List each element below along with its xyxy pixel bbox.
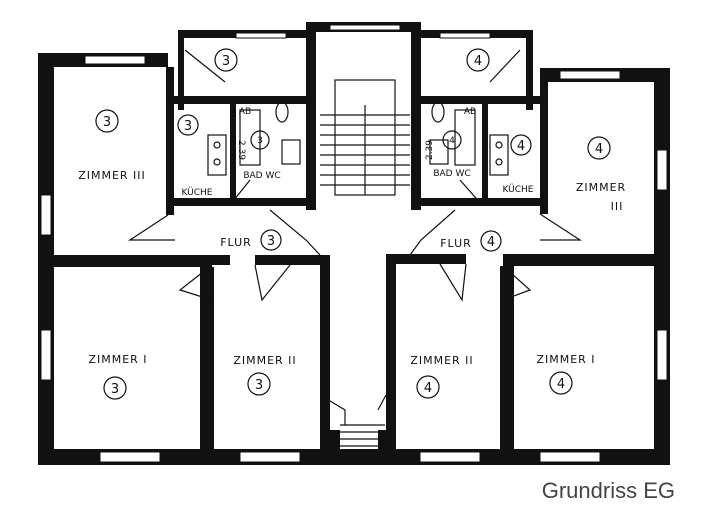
right-z3-label-1: ZIMMER <box>576 181 626 194</box>
right-balcony-unit: 4 <box>474 54 482 69</box>
right-bad-label: BAD WC <box>433 169 470 179</box>
left-balcony-unit: 3 <box>222 54 230 69</box>
right-ab-label: AB <box>464 107 476 117</box>
left-z1-unit: 3 <box>111 382 119 397</box>
right-z2-unit: 4 <box>424 381 432 396</box>
right-flur-label: FLUR <box>440 237 472 250</box>
left-z2-unit: 3 <box>255 378 263 393</box>
unit-markers <box>95 48 611 400</box>
left-dim: 2.39 <box>236 140 246 160</box>
staircase <box>320 79 410 447</box>
floor-plan: 3 ZIMMER III 3 3 KÜCHE AB 3 BAD WC 2.39 … <box>38 22 670 465</box>
left-z3-unit: 3 <box>103 115 111 130</box>
left-z2-label: ZIMMER II <box>233 354 296 367</box>
left-ab-label: AB <box>239 107 251 117</box>
left-kueche-label: KÜCHE <box>182 187 213 198</box>
fixtures <box>207 101 509 176</box>
right-kueche-unit: 4 <box>517 139 525 154</box>
left-flur-unit: 3 <box>267 234 275 249</box>
left-z1-label: ZIMMER I <box>88 353 147 366</box>
right-z2-label: ZIMMER II <box>410 354 473 367</box>
right-flur-unit: 4 <box>487 235 495 250</box>
right-z3-unit: 4 <box>595 142 603 157</box>
room-labels: 3 ZIMMER III 3 3 KÜCHE AB 3 BAD WC 2.39 … <box>78 54 626 397</box>
left-flur-label: FLUR <box>220 236 252 249</box>
left-bad-label: BAD WC <box>243 171 280 181</box>
windows <box>40 24 668 463</box>
right-z1-label: ZIMMER I <box>536 353 595 366</box>
left-z3-label: ZIMMER III <box>78 169 146 182</box>
left-kueche-unit: 3 <box>184 119 192 134</box>
right-bad-unit: 4 <box>449 136 455 146</box>
right-z1-unit: 4 <box>557 377 565 392</box>
right-dim: 2.39 <box>425 140 435 160</box>
right-z3-label-2: III <box>611 200 624 213</box>
left-bad-unit: 3 <box>257 136 263 146</box>
walls <box>38 22 670 465</box>
plan-caption: Grundriss EG <box>541 478 675 503</box>
door-swings <box>127 49 583 425</box>
right-kueche-label: KÜCHE <box>503 184 534 195</box>
